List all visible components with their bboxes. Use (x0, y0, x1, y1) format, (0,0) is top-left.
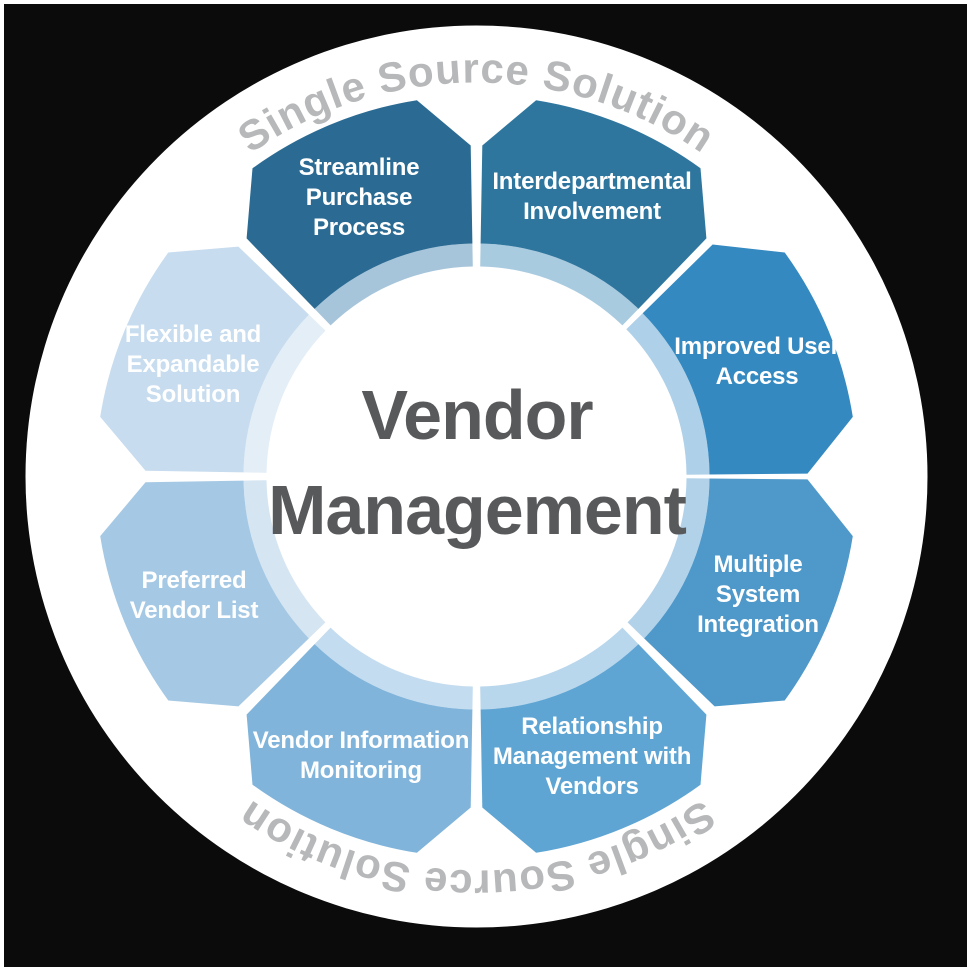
band-multiple-system (627, 478, 710, 639)
segment-vendor-information-monitoring (246, 644, 473, 853)
band-flexible (243, 314, 326, 473)
segment-label-interdepartmental-involvement: Interdepartmental Involvement (492, 168, 692, 225)
band-interdepartmental (480, 243, 639, 326)
band-streamline (314, 243, 473, 326)
segment-flexible-expandable-solution (100, 246, 309, 473)
segment-label-improved-user-access: Improved User Access (674, 333, 840, 390)
center-title-line2: Management (268, 471, 687, 549)
band-improved-user-access (626, 313, 710, 475)
segment-label-flexible-expandable-solution: Flexible and Expandable Solution (124, 321, 262, 408)
segment-label-relationship-management-with-vendors: Relationship Management with Vendors (492, 713, 692, 800)
segment-relationship-management-with-vendors (480, 644, 707, 853)
segment-label-streamline-purchase-process: Streamline Purchase Process (298, 154, 420, 241)
segment-label-vendor-information-monitoring: Vendor Information Monitoring (252, 727, 470, 784)
segment-preferred-vendor-list (100, 480, 309, 707)
band-preferred-vendor (243, 480, 326, 639)
segment-label-preferred-vendor-list: Preferred Vendor List (129, 567, 259, 624)
center-title: Vendor Management (237, 368, 717, 558)
segment-label-multiple-system-integration: Multiple System Integration (697, 551, 819, 638)
segment-interdepartmental-involvement (480, 100, 707, 309)
band-vendor-information (314, 627, 473, 710)
segment-streamline-purchase-process (246, 100, 473, 309)
band-relationship (480, 627, 639, 710)
center-title-line1: Vendor (361, 376, 593, 454)
segment-improved-user-access (642, 244, 853, 475)
segment-multiple-system-integration (644, 478, 853, 707)
white-disc (25, 25, 928, 928)
